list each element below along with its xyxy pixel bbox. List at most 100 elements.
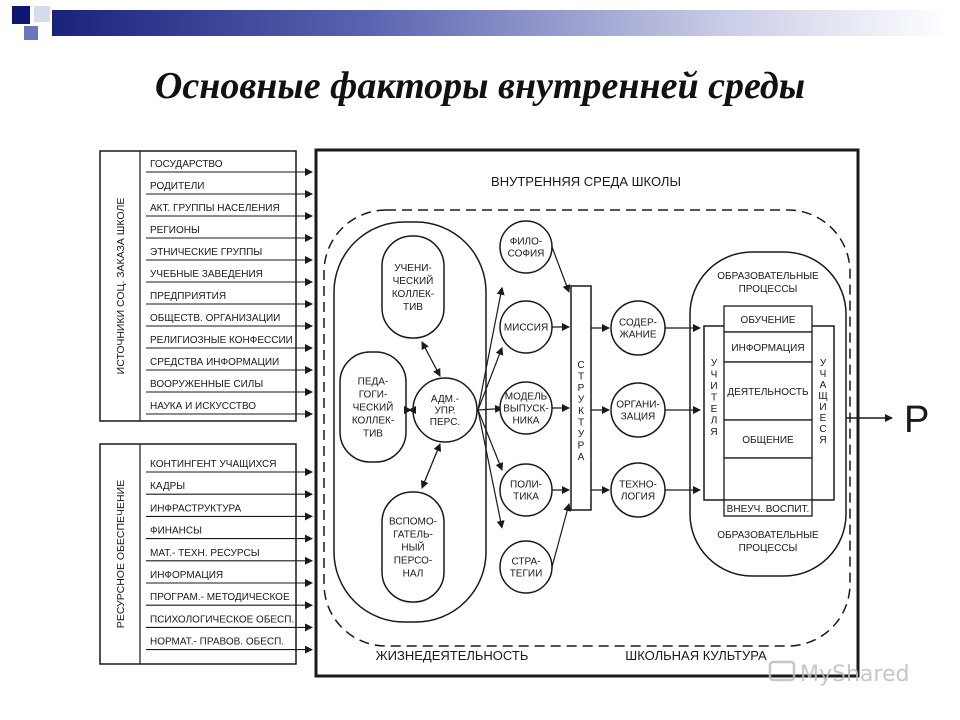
structure-letter: С [577,360,584,371]
student-collective-line: ЧЕСКИЙ [393,274,434,287]
structure-letter: У [578,429,585,440]
process-row [723,499,813,517]
admin-staff-line: УПР. [434,406,455,417]
source-item-label: ВООРУЖЕННЫЕ СИЛЫ [150,379,263,390]
structure-letter: Р [578,441,585,452]
admin-to-concept-arrow [477,409,505,529]
concept-node-label-line: ПОЛИ- [510,480,542,491]
students-letter: Е [820,413,827,424]
resource-item-label: ПСИХОЛОГИЧЕСКОЕ ОБЕСП. [150,614,294,625]
resource-item-label: КАДРЫ [150,481,185,492]
resources-side-label: РЕСУРСНОЕ ОБЕСПЕЧЕНИЕ [115,480,127,628]
processes-top-line: ОБРАЗОВАТЕЛЬНЫЕ [717,271,819,282]
pedagogical-collective-line: ПЕДА- [358,377,389,388]
concept-node-label-line: ФИЛО- [510,237,542,248]
process-row-label: ОБЩЕНИЕ [742,435,794,446]
admin-staff-line: АДМ.- [431,394,459,405]
process-row-label: ДЕЯТЕЛЬНОСТЬ [727,387,809,398]
process-row [723,419,813,459]
support-staff-line: НАЛ [403,569,424,580]
teachers-letter: Е [711,404,718,415]
resource-item-label: ИНФРАСТРУКТУРА [150,503,242,514]
support-staff-line: НЫЙ [401,541,424,554]
slide-title: Основные факторы внутренней среды [154,65,806,107]
concept-node-label-line: СТРА- [512,557,541,568]
resource-item-label: КОНТИНГЕНТ УЧАЩИХСЯ [150,459,276,470]
students-letter: Щ [818,391,827,402]
process-row-label: ОБУЧЕНИЕ [741,315,796,326]
aspect-node-label-line: ТЕХНО- [619,480,657,491]
teachers-letter: Л [711,416,718,427]
label-vital-activity: ЖИЗНЕДЕЯТЕЛЬНОСТЬ [376,648,529,663]
resources-list: КОНТИНГЕНТ УЧАЩИХСЯ КАДРЫ ИНФРАСТРУКТУРА ФИ… [146,459,313,654]
pedagogical-collective-line: КОЛЛЕК- [352,416,394,427]
students-letter: А [820,380,827,391]
header-square-mid [24,26,38,40]
resource-item-label: МАТ.- ТЕХН. РЕСУРСЫ [150,548,260,559]
support-staff-line: ВСПОМО- [389,517,437,528]
resource-item-label: ФИНАНСЫ [150,526,202,537]
admin-to-concept-arrow [477,286,505,411]
pedagogical-collective-line: ЧЕСКИЙ [353,401,394,414]
concepts-column: ФИЛО-СОФИЯМИССИЯМОДЕЛЬВЫПУСК-НИКАПОЛИ-ТИ… [477,220,572,594]
students-letter: Ч [820,369,827,380]
support-staff-node [381,491,445,603]
source-item-label: РОДИТЕЛИ [150,181,205,192]
admin-staff-line: ПЕРС. [430,417,460,428]
process-row [723,457,813,501]
pedagogical-collective-line: ГОГИ- [359,390,388,401]
process-row [723,331,813,363]
concept-to-structure-arrow [551,503,572,568]
process-row-label: ИНФОРМАЦИЯ [731,343,804,354]
concept-node-label-line: СОФИЯ [508,249,545,260]
structure-label: СТРУКТУРА [577,360,584,463]
structure-letter: К [578,406,584,417]
processes-bottom-line: ПРОЦЕССЫ [739,543,798,554]
teachers-letter: И [710,381,717,392]
aspect-node-label-line: ЖАНИЕ [620,330,657,341]
header-square-light [34,6,50,22]
teachers-letter: Ч [711,370,718,381]
link-admin-support [420,443,442,489]
concept-node-label-line: НИКА [513,416,540,427]
students-letter: У [820,358,827,369]
collectives-capsule [333,221,487,623]
teachers-letter: У [711,358,718,369]
admin-staff-label: АДМ.-УПР.ПЕРС. [430,394,460,428]
source-item-label: ГОСУДАРСТВО [150,159,223,170]
processes-bottom-line: ОБРАЗОВАТЕЛЬНЫЕ [717,530,819,541]
admin-to-concept-arrow [477,404,503,413]
source-item-label: ОБЩЕСТВ. ОРГАНИЗАЦИИ [150,313,280,324]
resources-panel [99,443,297,665]
structure-letter: У [578,395,585,406]
student-collective-line: КОЛЛЕК- [392,289,434,300]
structure-letter: Р [578,383,585,394]
watermark-text: MyShared [800,662,909,687]
concept-to-structure-arrow [551,246,571,293]
resource-item-label: НОРМАТ.- ПРАВОВ. ОБЕСП. [150,637,284,648]
concept-node-label-line: ТИКА [513,492,539,503]
result-label: Р [904,399,929,441]
source-item-label: ПРЕДПРИЯТИЯ [150,291,226,302]
concept-node-label-line: МОДЕЛЬ [505,392,548,403]
process-row [723,361,813,421]
structure-bar [570,285,592,511]
source-item-label: НАУКА И ИСКУССТВО [150,401,256,412]
processes-top-line: ПРОЦЕССЫ [739,284,798,295]
concept-node-label-line: ТЕГИИ [510,569,543,580]
process-row-label: ВНЕУЧ. ВОСПИТ. [727,504,810,515]
student-collective-line: УЧЕНИ- [394,263,431,274]
header-square-dark [12,6,30,24]
sources-side-label: ИСТОЧНИКИ СОЦ. ЗАКАЗА ШКОЛЕ [115,198,127,375]
structure-letter: Т [578,372,584,383]
watermark: MyShared [768,660,909,687]
inner-environment-title: ВНУТРЕННЯЯ СРЕДА ШКОЛЫ [491,174,681,189]
process-rows-table: ОБУЧЕНИЕ ИНФОРМАЦИЯ ДЕЯТЕЛЬНОСТЬ ОБЩЕНИЕ ВНЕ… [723,305,813,517]
students-letter: С [819,424,826,435]
teachers-letter: Я [710,427,717,438]
concept-node-label-line: МИССИЯ [504,323,548,334]
